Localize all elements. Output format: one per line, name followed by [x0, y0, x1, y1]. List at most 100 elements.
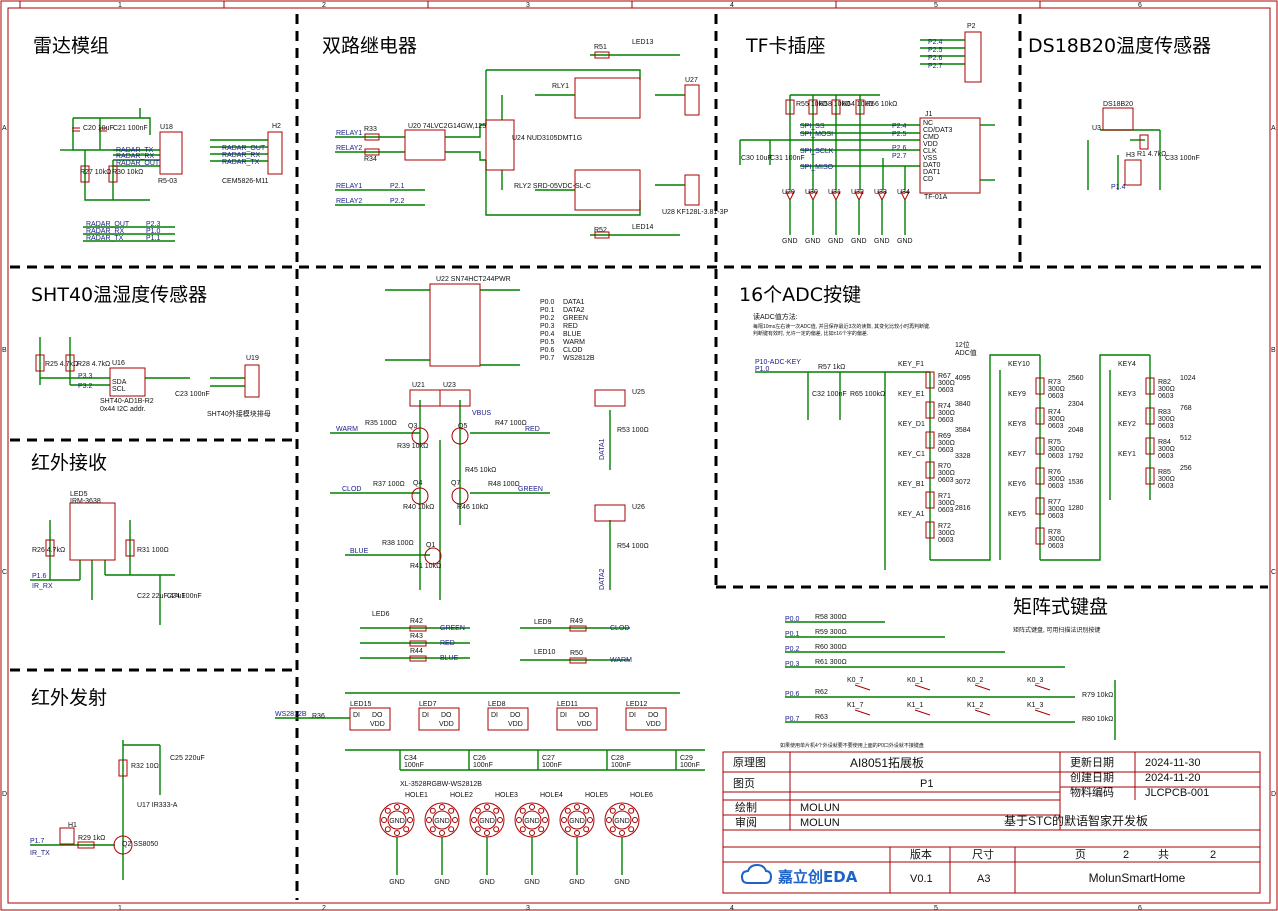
ds18b20-module: [1087, 129, 1161, 190]
adc-resistor-icon: [925, 461, 935, 479]
adc-resistor-icon: [925, 521, 935, 539]
adc-resistor-val: 300Ω: [1158, 476, 1175, 483]
led-net-label: WARM: [610, 657, 632, 664]
matrix-key-label: K0_7: [847, 677, 863, 684]
drv-u22: U22 SN74HCT244PWR: [436, 276, 511, 283]
legend-port: P0.3: [540, 323, 555, 330]
mosfet-label: Q5: [458, 423, 467, 430]
ws2812-led-ref: LED7: [419, 701, 437, 708]
mosfet-label: Q1: [426, 542, 435, 549]
adc-resistor-pkg: 0603: [938, 417, 954, 424]
relay-port-net-2: RELAY2: [336, 198, 362, 205]
legend-net: DATA2: [563, 307, 585, 314]
adc-resistor-icon: [1035, 497, 1045, 515]
relay-r51: R51: [594, 44, 607, 51]
adc-port: P1.0: [755, 366, 770, 373]
adc-resistor-ref: R75: [1048, 439, 1061, 446]
adc-resistor-pkg: 0603: [938, 537, 954, 544]
adc-resistor-icon: [925, 491, 935, 509]
ds-ref: U3: [1092, 125, 1101, 132]
irrx-net: IR_RX: [32, 583, 53, 590]
adc-value-label: 1280: [1068, 505, 1084, 512]
matrix-resistor: R63: [815, 714, 828, 721]
tf-model: TF-01A: [924, 194, 948, 201]
driver-resistor: R38 100Ω: [382, 540, 414, 547]
section-title-ir-tx: 红外发射: [31, 687, 107, 709]
hole-gnd: GND: [614, 818, 630, 825]
tvs-label: U29: [782, 189, 795, 196]
sht-ref: U16: [112, 360, 125, 367]
adc-resistor-val: 300Ω: [1158, 446, 1175, 453]
adc-value-label: 3328: [955, 453, 971, 460]
hole-via: [516, 817, 522, 823]
adc-resistor-pkg: 0603: [938, 507, 954, 514]
adc-value-label: 768: [1180, 405, 1192, 412]
hole-via: [519, 807, 526, 814]
led-resistor-icon: [569, 625, 587, 632]
irrx-model: IRM-3638: [70, 498, 101, 505]
legend-net: WARM: [563, 339, 585, 346]
tb-version-label: 版本: [910, 847, 932, 861]
adc-r65: R65 100kΩ: [850, 391, 885, 398]
indicator-leds: [360, 627, 630, 661]
sht-addr: 0x44 I2C addr.: [100, 406, 146, 413]
irtx-h1: H1: [68, 822, 77, 829]
adc-note-title: 读ADC值方法:: [753, 312, 798, 321]
j1-pin-label: CD/DAT3: [923, 127, 953, 134]
irrx-c22: C22 22uF 47uF: [137, 593, 186, 600]
radar-h2-net-out: RADAR_OUT: [222, 145, 266, 152]
matrix-key-label: K1_1: [907, 702, 923, 709]
ws-pin: DO: [579, 712, 590, 719]
sht-r25: R25 4.7kΩ: [45, 361, 78, 368]
tb-description: 基于STC的默语智家开发板: [1004, 813, 1148, 828]
hole-via: [448, 826, 455, 833]
adc-resistor-pkg: 0603: [938, 447, 954, 454]
hole-via: [632, 817, 638, 823]
tb-total-label: 共: [1158, 848, 1169, 861]
mosfet-label: Q7: [451, 480, 460, 487]
led-resistor-icon: [409, 625, 427, 632]
hole-via: [429, 826, 436, 833]
hole-via: [619, 830, 625, 836]
hole-gnd: GND: [434, 818, 450, 825]
hole-via: [407, 817, 413, 823]
driver-resistor: R46 10kΩ: [457, 504, 488, 511]
relay-r52: R52: [594, 227, 607, 234]
radar-h2-net-rx: RADAR_RX: [222, 152, 260, 159]
drv-net-vbus: VBUS: [472, 410, 491, 417]
gnd-label: GND: [614, 879, 630, 886]
sht-pin-sda: SDA: [112, 379, 127, 386]
relay-r33: R33: [364, 126, 377, 133]
adc-value-label: 256: [1180, 465, 1192, 472]
ws-pin: DO: [648, 712, 659, 719]
tb-logo: 嘉立创EDA: [740, 863, 858, 886]
led-net-label: GREEN: [440, 625, 465, 632]
adc-resistor-ref: R78: [1048, 529, 1061, 536]
adc-resistor-val: 300Ω: [938, 470, 955, 477]
section-dividers: [10, 14, 1268, 900]
tb-update-label: 更新日期: [1070, 755, 1114, 769]
border-row-label: B: [2, 347, 7, 354]
ds-port: P1.4: [1111, 184, 1126, 191]
ws-net: WS2812B: [275, 711, 307, 718]
adc-resistor-ref: R74: [1048, 409, 1061, 416]
legend-port: P0.1: [540, 307, 555, 314]
adc-resistor-pkg: 0603: [938, 477, 954, 484]
adc-resistor-icon: [1035, 377, 1045, 395]
legend-port: P0.0: [540, 299, 555, 306]
hole-via: [493, 826, 500, 833]
matrix-switch-icon: [914, 684, 931, 691]
matrix-resistor: R60 300Ω: [815, 644, 847, 651]
adc-value-label: 2560: [1068, 375, 1084, 382]
adc-key-label: KEY8: [1008, 421, 1026, 428]
spi-net-label: SPI_MISO: [800, 164, 834, 171]
tb-drawing-label: 原理图: [733, 756, 766, 769]
adc-resistor-pkg: 0603: [938, 387, 954, 394]
j1-pin-label: NC: [923, 120, 933, 127]
mounting-hole-inner: [567, 810, 587, 830]
adc-resistor-pkg: 0603: [1048, 483, 1064, 490]
adc-resistor-val: 300Ω: [938, 380, 955, 387]
adc-resistor-ref: R67: [938, 373, 951, 380]
